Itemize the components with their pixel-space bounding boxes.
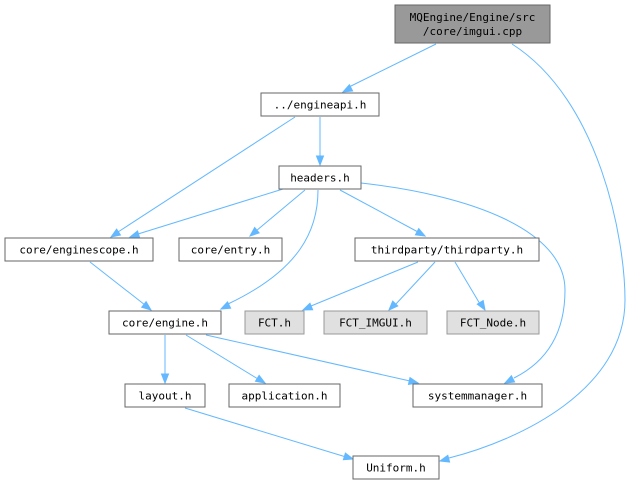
node-layout[interactable]: layout.h xyxy=(124,383,206,408)
node-thirdparty[interactable]: thirdparty/thirdparty.h xyxy=(354,237,540,262)
node-enginescope[interactable]: core/enginescope.h xyxy=(4,237,154,262)
edge-engineapi-to-headers xyxy=(315,117,325,167)
edge-thirdparty-to-fct_node xyxy=(454,261,486,312)
node-label: core/engine.h xyxy=(122,317,208,330)
node-label: MQEngine/Engine/src xyxy=(410,11,536,24)
node-label: headers.h xyxy=(290,172,350,185)
edge-enginescope-to-engine xyxy=(89,261,153,311)
node-root[interactable]: MQEngine/Engine/src/core/imgui.cpp xyxy=(394,4,551,44)
node-label: application.h xyxy=(241,390,327,403)
edge-engineapi-to-enginescope xyxy=(109,116,296,238)
edge-headers-to-engine xyxy=(219,189,319,310)
node-entry[interactable]: core/entry.h xyxy=(178,237,283,262)
node-label: systemmanager.h xyxy=(428,390,527,403)
node-engineapi[interactable]: ../engineapi.h xyxy=(260,92,380,117)
node-label: FCT_Node.h xyxy=(460,317,526,330)
edges-layer xyxy=(89,43,626,463)
node-fct-node: FCT_Node.h xyxy=(446,310,540,335)
edge-headers-to-entry xyxy=(248,189,306,237)
node-label: core/entry.h xyxy=(191,244,270,257)
node-label: ../engineapi.h xyxy=(274,99,367,112)
edge-headers-to-systemmanager xyxy=(360,182,566,384)
node-label: thirdparty/thirdparty.h xyxy=(371,244,523,257)
node-label: /core/imgui.cpp xyxy=(423,25,522,38)
edge-engine-to-systemmanager xyxy=(205,334,420,386)
node-label: FCT_IMGUI.h xyxy=(339,317,412,330)
edge-engine-to-layout xyxy=(160,335,170,385)
node-uniform[interactable]: Uniform.h xyxy=(352,455,440,480)
edge-thirdparty-to-fct_imgui xyxy=(388,261,436,311)
node-fct: FCT.h xyxy=(244,310,305,335)
edge-engine-to-application xyxy=(185,334,267,384)
node-application[interactable]: application.h xyxy=(228,383,341,408)
node-label: layout.h xyxy=(139,390,192,403)
edge-thirdparty-to-fct xyxy=(301,261,419,311)
nodes-layer: MQEngine/Engine/src/core/imgui.cpp ../eng… xyxy=(4,4,551,480)
edge-root-to-engineapi xyxy=(341,43,437,93)
node-label: FCT.h xyxy=(258,317,291,330)
edge-layout-to-uniform xyxy=(184,407,355,461)
node-fct-imgui: FCT_IMGUI.h xyxy=(323,310,428,335)
edge-root-to-uniform xyxy=(438,43,626,463)
node-label: core/enginescope.h xyxy=(19,244,138,257)
node-headers[interactable]: headers.h xyxy=(278,165,362,190)
node-label: Uniform.h xyxy=(366,462,426,475)
node-systemmanager[interactable]: systemmanager.h xyxy=(412,383,543,408)
node-engine[interactable]: core/engine.h xyxy=(108,310,222,335)
edge-headers-to-thirdparty xyxy=(339,189,427,237)
edge-headers-to-enginescope xyxy=(128,188,284,239)
